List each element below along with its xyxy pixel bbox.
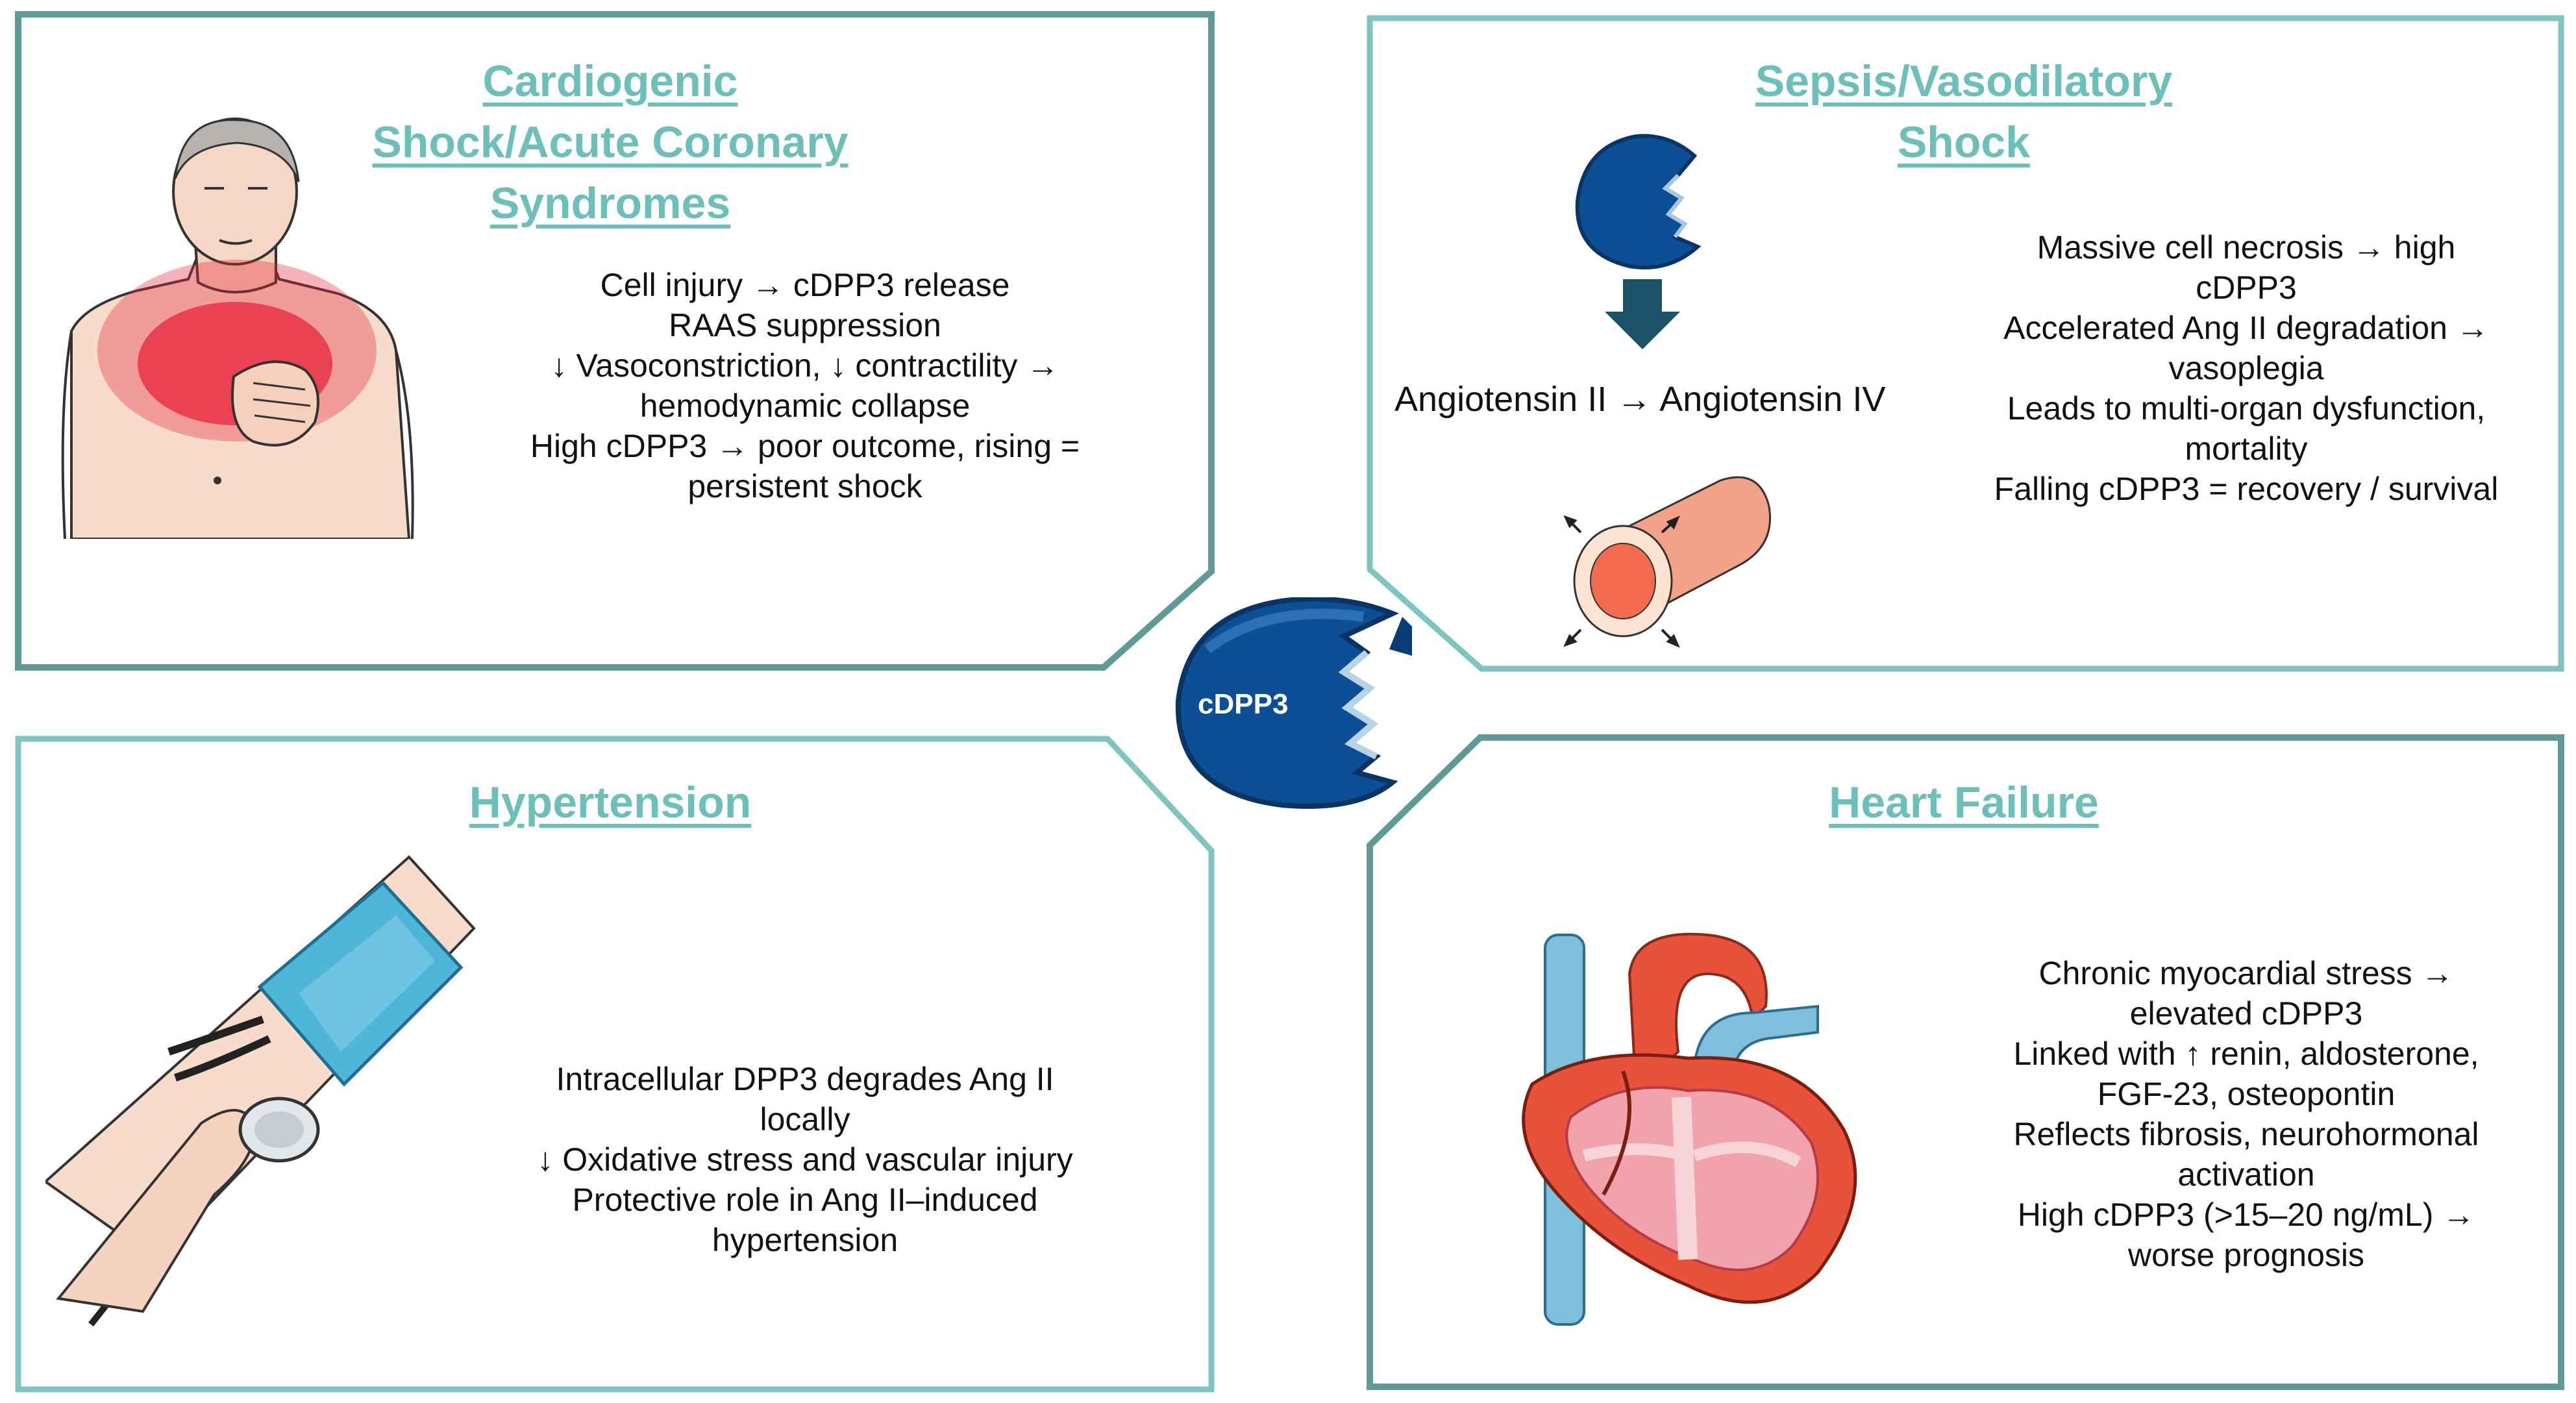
down-arrow-icon <box>1605 279 1680 349</box>
heart-failure-body-line: worse prognosis <box>2127 1237 2365 1273</box>
sepsis-panel-frame <box>1367 15 2564 672</box>
sepsis-body-line: Falling cDPP3 = recovery / survival <box>1994 471 2499 507</box>
angiotensin-conversion-label: Angiotensin II → Angiotensin IV <box>1394 380 1886 419</box>
cardiogenic-body-line: RAAS suppression <box>669 307 941 343</box>
sepsis-title-line: Sepsis/Vasodilatory <box>1755 56 2173 106</box>
cardiogenic-body-line: High cDPP3 → poor outcome, rising = <box>530 428 1080 464</box>
heart-failure-body-line: activation <box>2177 1156 2315 1193</box>
heart-failure-body: Chronic myocardial stress → elevated cDP… <box>1954 953 2538 1275</box>
center-enzyme-label: cDPP3 <box>1198 688 1289 720</box>
cardiogenic-body-line: hemodynamic collapse <box>639 388 971 424</box>
heart-failure-panel-frame <box>1367 734 2564 1390</box>
heart-failure-body-line: Reflects fibrosis, neurohormonal <box>2013 1116 2479 1152</box>
dilated-vessel-icon <box>1563 476 1771 648</box>
cardiogenic-body-line: persistent shock <box>687 468 923 504</box>
cdpp3-enzyme-icon <box>1175 597 1412 809</box>
heart-failure-body-line: Chronic myocardial stress → <box>2038 955 2454 991</box>
hypertension-body-line: ↓ Oxidative stress and vascular injury <box>537 1141 1073 1178</box>
sepsis-body-line: Massive cell necrosis → high <box>2037 229 2456 266</box>
sepsis-body-line: Accelerated Ang II degradation → <box>2003 310 2489 346</box>
sepsis-body-line: vasoplegia <box>2168 350 2324 386</box>
cardiogenic-body-line: ↓ Vasoconstriction, ↓ contractility → <box>551 347 1059 384</box>
cardiogenic-title: Cardiogenic Shock/Acute Coronary Syndrom… <box>279 51 941 234</box>
cardiogenic-body: Cell injury → cDPP3 release RAAS suppres… <box>474 265 1136 506</box>
cardiogenic-title-line: Shock/Acute Coronary <box>372 118 848 167</box>
chest-pain-person-icon <box>61 118 414 539</box>
sepsis-body-line: cDPP3 <box>2196 269 2297 306</box>
heart-failure-title: Heart Failure <box>1668 772 2259 833</box>
hypertension-panel-frame <box>15 736 1215 1393</box>
sepsis-title: Sepsis/Vasodilatory Shock <box>1668 51 2259 173</box>
small-enzyme-icon <box>1575 134 1702 269</box>
heart-failure-body-line: High cDPP3 (>15–20 ng/mL) → <box>2017 1197 2475 1233</box>
sepsis-title-line: Shock <box>1897 118 2031 167</box>
hypertension-body: Intracellular DPP3 degrades Ang II local… <box>474 1059 1136 1260</box>
heart-failure-body-line: Linked with ↑ renin, aldosterone, <box>2013 1036 2479 1072</box>
cardiogenic-title-line: Syndromes <box>489 179 731 228</box>
hypertension-body-line: Intracellular DPP3 degrades Ang II <box>556 1061 1054 1097</box>
heart-anatomy-icon <box>1522 932 1857 1326</box>
heart-failure-body-line: FGF-23, osteopontin <box>2097 1076 2396 1112</box>
cardiogenic-body-line: Cell injury → cDPP3 release <box>600 267 1010 303</box>
heart-failure-body-line: elevated cDPP3 <box>2129 995 2363 1032</box>
heart-failure-title-line: Heart Failure <box>1829 778 2099 827</box>
sepsis-body-line: mortality <box>2185 430 2308 467</box>
hypertension-body-line: hypertension <box>712 1222 898 1258</box>
hypertension-title: Hypertension <box>325 772 896 833</box>
hypertension-title-line: Hypertension <box>469 778 752 827</box>
sepsis-body: Massive cell necrosis → high cDPP3 Accel… <box>1948 227 2545 509</box>
blood-pressure-cuff-icon <box>45 855 476 1327</box>
hypertension-body-line: Protective role in Ang II–induced <box>572 1182 1038 1218</box>
cardiogenic-title-line: Cardiogenic <box>482 56 738 106</box>
cardiogenic-panel-frame <box>15 11 1215 671</box>
hypertension-body-line: locally <box>760 1101 850 1137</box>
sepsis-body-line: Leads to multi-organ dysfunction, <box>2007 390 2486 427</box>
